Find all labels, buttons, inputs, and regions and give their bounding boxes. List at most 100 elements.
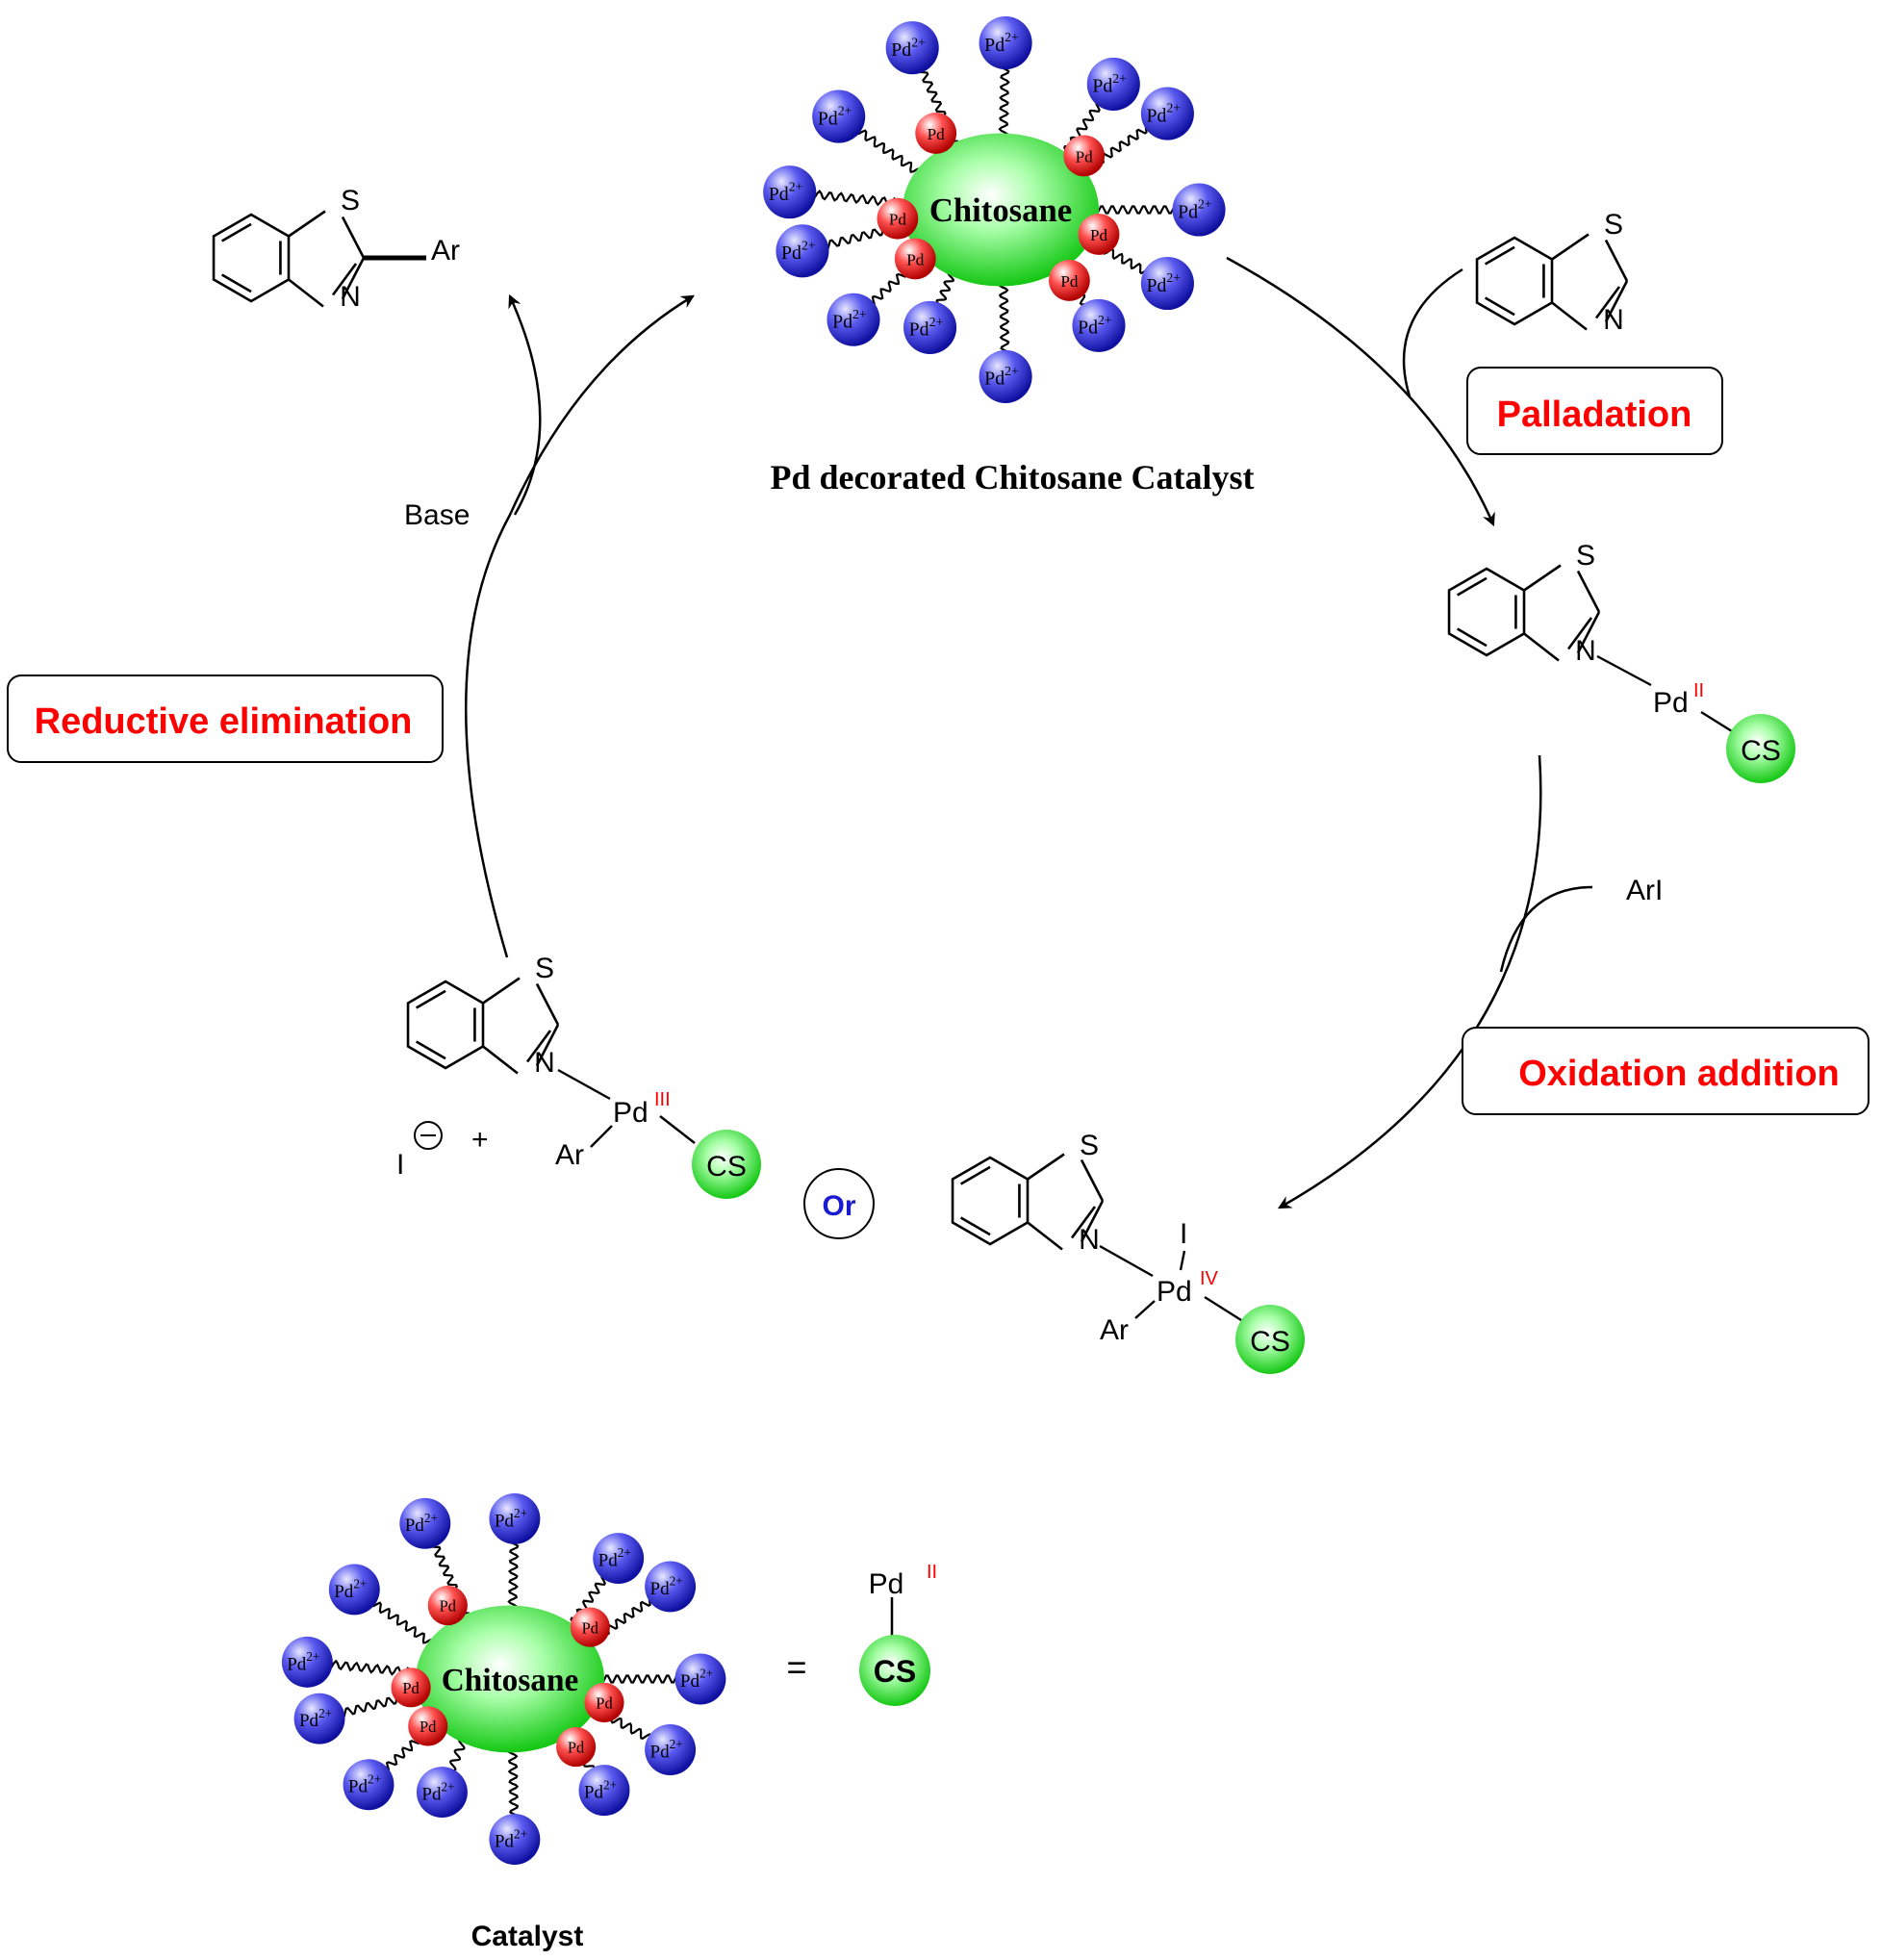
bottom-catalyst-caption: Catalyst	[471, 1921, 584, 1952]
iodide-i: I	[396, 1149, 404, 1181]
pd2-ion-ball	[281, 1636, 333, 1688]
metal-bond	[557, 1068, 611, 1101]
pdII-n-atom: N	[1575, 635, 1596, 667]
thiazole-bond	[1080, 1200, 1105, 1243]
cs-definition-pd: Pd	[869, 1568, 904, 1600]
pd2-ion-ball	[645, 1724, 697, 1775]
arrow-substrate-in	[1402, 267, 1463, 397]
pd-atom-label: Pd	[1090, 226, 1108, 244]
pd2-ion-ball	[578, 1765, 630, 1817]
pd2-ion-label: Pd2+	[769, 179, 803, 205]
pd2-ion-ball	[763, 165, 817, 219]
pd2-ion-ball	[1140, 256, 1194, 311]
pdII-ox-state: II	[1693, 680, 1704, 701]
pdIII-ar-group: Ar	[555, 1139, 584, 1171]
thiazole-bond	[331, 263, 358, 296]
pd-atom-label: Pd	[420, 1718, 437, 1736]
pdII-cs-ball	[1726, 714, 1795, 783]
palladation-box: Palladation	[1466, 367, 1723, 455]
metal-bond	[1596, 654, 1652, 687]
pd2-ion-ball	[416, 1767, 468, 1819]
aromatic-bond	[959, 1165, 991, 1185]
pd2-ion-ball	[827, 293, 880, 346]
benzene-ring	[951, 1156, 1030, 1246]
pdIII-cs-label: CS	[706, 1151, 747, 1183]
pd2-ion-ball	[979, 16, 1032, 70]
pd2-ion-ball	[812, 89, 866, 143]
chitosane-bead	[903, 133, 1099, 287]
or-indicator: Or	[803, 1168, 875, 1239]
pd2-ion-ball	[1140, 87, 1194, 140]
product-n-atom: N	[340, 281, 361, 313]
arrow-ari-in	[1499, 885, 1593, 973]
arrow-to-oxidation	[1277, 754, 1542, 1209]
pdIV-s-atom: S	[1080, 1130, 1099, 1161]
pdIII-cs-ball	[692, 1130, 761, 1199]
palladation-label: Palladation	[1497, 395, 1692, 435]
aromatic-bond	[415, 989, 446, 1009]
pd2-ion-ball	[674, 1653, 726, 1705]
pd-atom-label: Pd	[928, 125, 946, 143]
catalyst-caption: Pd decorated Chitosane Catalyst	[771, 458, 1255, 496]
thiazole-bond	[1576, 570, 1601, 613]
pd-atom-ball	[1063, 135, 1106, 177]
aromatic-bond	[1456, 627, 1488, 648]
substrate-n-atom: N	[1603, 304, 1624, 336]
arrow-product-out	[508, 293, 542, 516]
reductive-elimination-box: Reductive elimination	[7, 675, 444, 763]
thiazole-bond	[1523, 632, 1560, 662]
aromatic-bond	[1484, 245, 1515, 266]
pd-atom-ball	[556, 1726, 597, 1768]
metal-bond	[1099, 1244, 1154, 1278]
thiazole-bond	[535, 1024, 560, 1067]
pd-atom-label: Pd	[906, 250, 925, 268]
thiazole-bond	[1566, 617, 1593, 650]
pd-atom-label: Pd	[568, 1739, 585, 1757]
pd2-ion-ball	[1086, 57, 1140, 111]
chitosane-label: Chitosane	[929, 191, 1072, 229]
thiazole-bond	[1523, 564, 1562, 592]
pdIII-n-atom: N	[534, 1047, 555, 1079]
metal-bond	[1700, 710, 1733, 733]
thiazole-bond	[288, 278, 324, 308]
chitosane-label: Chitosane	[442, 1663, 579, 1698]
pdII-s-atom: S	[1576, 540, 1595, 572]
oxidation-addition-box: Oxidation addition	[1462, 1027, 1869, 1115]
benzothiazole-substrate	[1475, 233, 1629, 331]
aromatic-bond	[220, 222, 252, 242]
thiazole-bond	[1551, 301, 1588, 331]
base-label: Base	[404, 499, 470, 531]
thiazole-bond	[1604, 239, 1629, 282]
pdIV-ar-group: Ar	[1100, 1314, 1129, 1346]
aromatic-bond	[1456, 576, 1488, 597]
chitosane-catalyst-cluster: ChitosanePdPdPdPdPdPdPd2+Pd2+Pd2+Pd2+Pd2…	[763, 16, 1226, 403]
thiazole-bond	[1027, 1153, 1065, 1181]
pd2-ion-ball	[1072, 298, 1126, 352]
pd-atom-ball	[584, 1682, 624, 1723]
aromatic-bond	[220, 273, 252, 293]
equals-sign: =	[786, 1647, 806, 1687]
thiazole-bond	[1551, 233, 1590, 261]
thiazole-bond	[1080, 1158, 1105, 1202]
oxidation-addition-label: Oxidation addition	[1518, 1054, 1840, 1094]
pd2-ion-ball	[903, 300, 957, 354]
pd-atom-ball	[570, 1607, 610, 1647]
thiazole-bond	[341, 257, 366, 300]
pd2-ion-ball	[399, 1497, 451, 1549]
pdIV-pd: Pd	[1157, 1276, 1192, 1308]
cs-definition-ox-state: II	[927, 1562, 937, 1583]
arrow-reductive-up	[465, 294, 696, 958]
palladated-intermediate-pdII	[1447, 564, 1733, 733]
pd-atom-label: Pd	[440, 1597, 457, 1616]
pd2-ion-ball	[489, 1814, 541, 1866]
pdIV-cs-ball	[1235, 1305, 1305, 1374]
aromatic-bond	[1484, 296, 1515, 317]
pd-atom-ball	[1078, 214, 1120, 255]
thiazole-bond	[288, 210, 326, 238]
aromatic-bond	[959, 1216, 991, 1236]
thiazole-bond	[482, 1045, 519, 1075]
pd-atom-label: Pd	[596, 1694, 613, 1713]
pd-atom-ball	[877, 197, 919, 240]
